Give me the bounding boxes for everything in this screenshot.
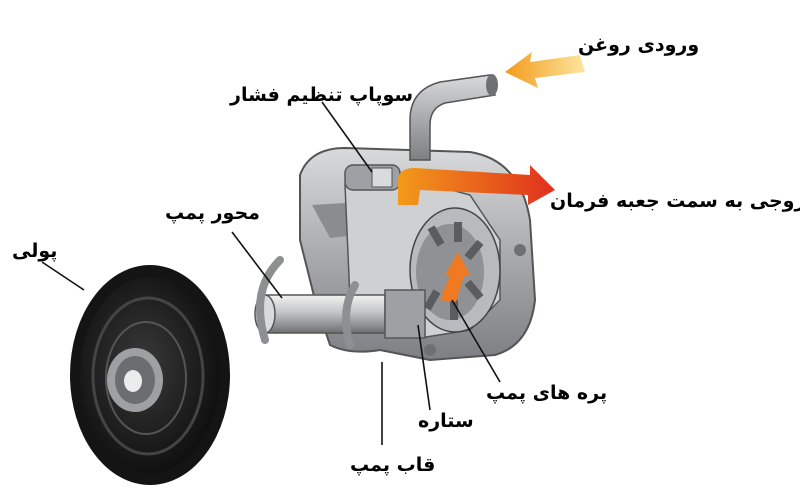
leader-pressure-valve <box>321 101 373 173</box>
inlet-pipe-part <box>409 74 498 161</box>
leader-rotor <box>417 324 431 411</box>
leader-pulley <box>41 261 85 291</box>
pulley-part <box>70 265 230 485</box>
leader-lines <box>41 101 501 445</box>
leader-vanes <box>451 299 501 383</box>
pressure-valve-label: سوپاپ تنظیم فشار <box>230 84 414 106</box>
pulley-label: پولی <box>12 240 58 262</box>
pump-housing-label: قاب پمپ <box>350 454 436 476</box>
outlet-arrow <box>398 165 555 205</box>
outlet-to-steering-label: خروجی به سمت جعبه فرمان <box>550 190 800 212</box>
pump-shaft-label: محور پمپ <box>165 202 260 224</box>
flow-rotation-arrow <box>440 252 470 302</box>
inlet-arrow <box>505 52 585 88</box>
rotor-rotation-arrow <box>342 281 359 349</box>
oil-inlet-label: ورودی روغن <box>578 34 700 56</box>
rotor-label: ستاره <box>418 410 474 432</box>
pump-vanes-label: پره های پمپ <box>486 382 608 404</box>
leader-pump-shaft <box>231 231 283 299</box>
shaft-rotation-arrow <box>256 256 284 344</box>
pressure-valve-part <box>344 164 401 191</box>
